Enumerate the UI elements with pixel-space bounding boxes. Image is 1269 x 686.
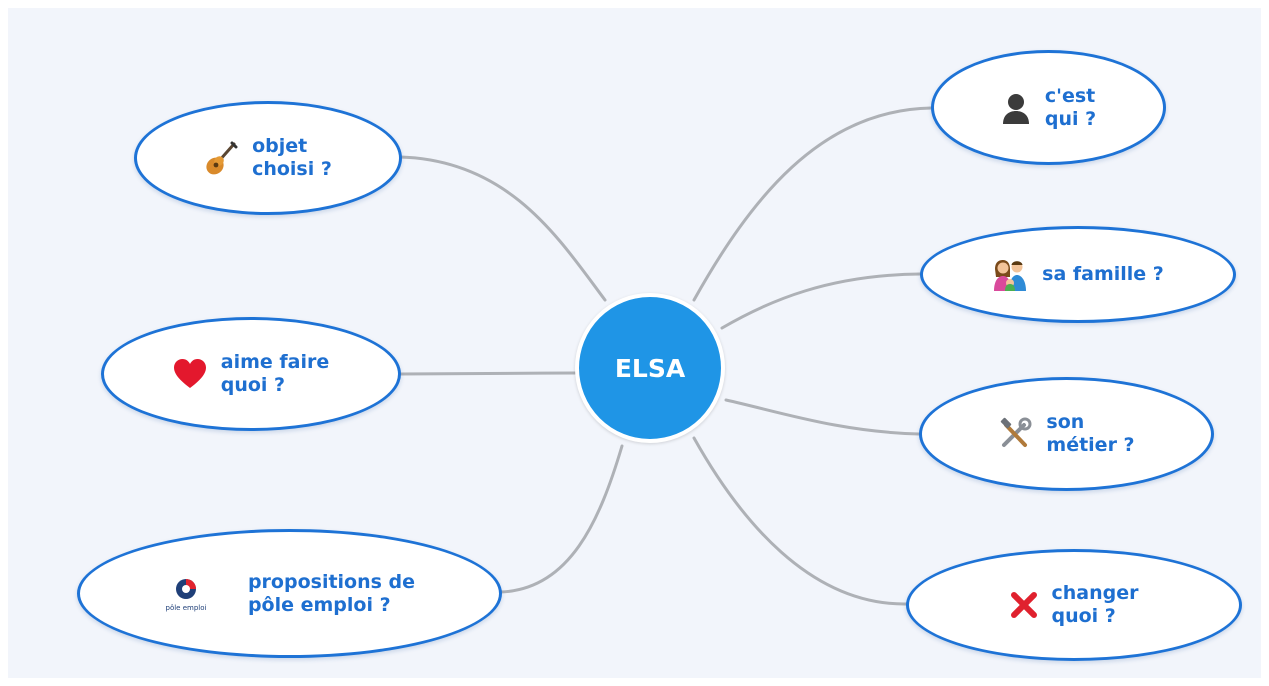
node-sa-famille-label: sa famille ? bbox=[1042, 263, 1164, 285]
node-aime-faire-quoi[interactable]: aime faire quoi ? bbox=[101, 317, 401, 431]
node-aime-faire-quoi-label: aime faire quoi ? bbox=[220, 351, 330, 396]
person-icon bbox=[1001, 91, 1031, 125]
node-objet-choisi-label: objet choisi ? bbox=[252, 135, 332, 180]
tools-icon bbox=[998, 417, 1032, 451]
link-aime bbox=[398, 371, 577, 376]
node-objet-choisi[interactable]: objet choisi ? bbox=[134, 101, 402, 215]
node-propositions-pole-emploi[interactable]: pôle emploi propositions de pôle emploi … bbox=[77, 529, 502, 658]
heart-icon bbox=[173, 358, 207, 390]
node-son-metier-label: son métier ? bbox=[1046, 411, 1135, 456]
link-prop bbox=[498, 444, 624, 594]
guitar-icon bbox=[204, 139, 238, 177]
node-changer-quoi[interactable]: changer quoi ? bbox=[906, 549, 1242, 661]
pole-emploi-logo-text: pôle emploi bbox=[165, 604, 206, 612]
link-objet bbox=[398, 155, 607, 302]
central-node-label: ELSA bbox=[614, 353, 686, 383]
family-icon bbox=[992, 257, 1028, 293]
link-changer bbox=[692, 436, 908, 606]
node-propositions-pole-emploi-label: propositions de pôle emploi ? bbox=[247, 570, 416, 616]
node-cest-qui-label: c'est qui ? bbox=[1044, 84, 1097, 130]
pole-emploi-logo: pôle emploi bbox=[164, 574, 208, 614]
node-cest-qui[interactable]: c'est qui ? bbox=[931, 50, 1166, 165]
link-cest bbox=[692, 106, 933, 302]
node-sa-famille[interactable]: sa famille ? bbox=[920, 226, 1236, 323]
cross-icon bbox=[1010, 591, 1038, 619]
link-metier bbox=[724, 398, 921, 436]
node-son-metier[interactable]: son métier ? bbox=[919, 377, 1214, 491]
link-famille bbox=[720, 272, 922, 330]
node-changer-quoi-label: changer quoi ? bbox=[1051, 582, 1139, 627]
central-node[interactable]: ELSA bbox=[575, 293, 725, 443]
